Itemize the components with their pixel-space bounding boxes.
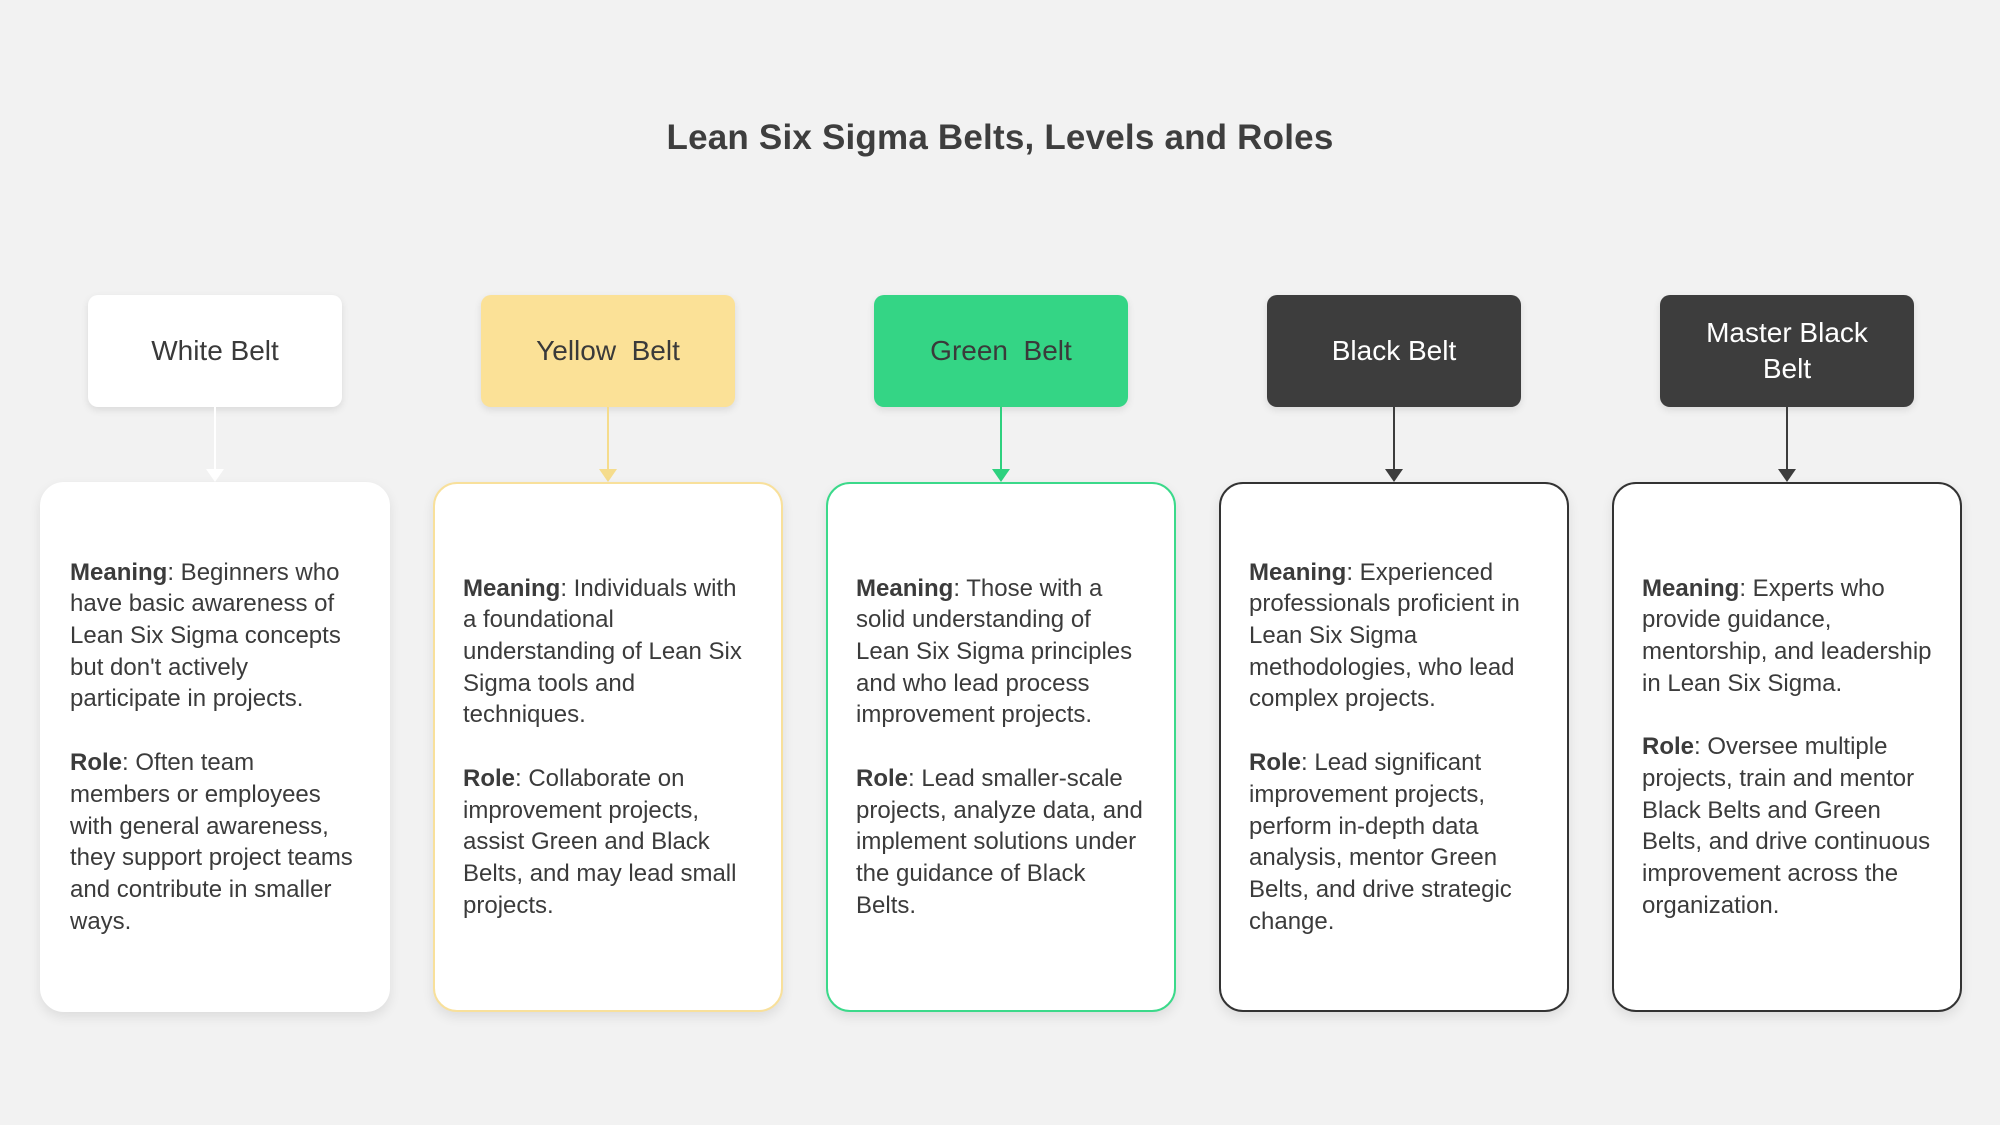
- belt-column-white: White Belt Meaning: Beginners who have b…: [40, 295, 390, 1012]
- belt-header-black: Black Belt: [1267, 295, 1521, 407]
- arrow-head-icon: [206, 469, 224, 482]
- meaning-text: : Experienced professionals proficient i…: [1249, 558, 1520, 713]
- role-paragraph: Role: Often team members or employees wi…: [70, 747, 360, 937]
- meaning-paragraph: Meaning: Beginners who have basic awaren…: [70, 557, 360, 715]
- role-label: Role: [1642, 733, 1695, 761]
- role-label: Role: [1249, 749, 1302, 777]
- arrow-head-icon: [992, 469, 1010, 482]
- belt-column-green: Green Belt Meaning: Those with a solid u…: [826, 295, 1176, 1012]
- page-title: Lean Six Sigma Belts, Levels and Roles: [666, 118, 1334, 157]
- role-text: : Often team members or employees with g…: [70, 749, 353, 935]
- meaning-paragraph: Meaning: Experts who provide guidance, m…: [1642, 573, 1932, 700]
- belt-header-label: Yellow Belt: [536, 334, 680, 366]
- meaning-paragraph: Meaning: Experienced professionals profi…: [1249, 557, 1539, 715]
- down-arrow-white: [206, 407, 224, 482]
- meaning-label: Meaning: [856, 574, 954, 602]
- arrow-head-icon: [599, 469, 617, 482]
- down-arrow-green: [992, 407, 1010, 482]
- meaning-paragraph: Meaning: Individuals with a foundational…: [463, 573, 753, 731]
- role-text: : Collaborate on improvement projects, a…: [463, 765, 737, 919]
- down-arrow-master-black: [1778, 407, 1796, 482]
- belt-header-master-black: Master Black Belt: [1660, 295, 1914, 407]
- role-paragraph: Role: Lead smaller-scale projects, analy…: [856, 763, 1146, 921]
- belt-header-label: Green Belt: [930, 334, 1072, 366]
- belt-header-label: White Belt: [151, 334, 279, 366]
- meaning-label: Meaning: [70, 558, 168, 586]
- meaning-text: : Beginners who have basic awareness of …: [70, 558, 341, 713]
- arrow-line: [214, 407, 216, 469]
- belt-columns-container: White Belt Meaning: Beginners who have b…: [40, 295, 1962, 1012]
- belt-header-green: Green Belt: [874, 295, 1128, 407]
- belt-column-yellow: Yellow Belt Meaning: Individuals with a …: [433, 295, 783, 1012]
- belt-header-yellow: Yellow Belt: [481, 295, 735, 407]
- arrow-line: [1786, 407, 1788, 469]
- belt-card-master-black: Meaning: Experts who provide guidance, m…: [1612, 482, 1962, 1012]
- belt-card-green: Meaning: Those with a solid understandin…: [826, 482, 1176, 1012]
- role-paragraph: Role: Collaborate on improvement project…: [463, 763, 753, 921]
- belt-card-white: Meaning: Beginners who have basic awaren…: [40, 482, 390, 1012]
- arrow-head-icon: [1385, 469, 1403, 482]
- role-label: Role: [463, 765, 516, 792]
- meaning-label: Meaning: [1642, 574, 1740, 602]
- arrow-line: [1000, 407, 1002, 469]
- meaning-text: : Experts who provide guidance, mentorsh…: [1642, 574, 1932, 697]
- arrow-line: [607, 407, 609, 469]
- belt-column-master-black: Master Black Belt Meaning: Experts who p…: [1612, 295, 1962, 1012]
- belt-column-black: Black Belt Meaning: Experienced professi…: [1219, 295, 1569, 1012]
- role-text: : Lead significant improvement projects,…: [1249, 749, 1512, 935]
- down-arrow-yellow: [599, 407, 617, 482]
- belt-header-white: White Belt: [88, 295, 342, 407]
- meaning-text: : Individuals with a foundational unders…: [463, 574, 742, 729]
- meaning-paragraph: Meaning: Those with a solid understandin…: [856, 573, 1146, 731]
- belt-header-label: Master Black Belt: [1706, 316, 1876, 384]
- meaning-text: : Those with a solid understanding of Le…: [856, 574, 1133, 729]
- role-text: : Oversee multiple projects, train and m…: [1642, 733, 1931, 919]
- arrow-head-icon: [1778, 469, 1796, 482]
- meaning-label: Meaning: [1249, 558, 1347, 586]
- role-label: Role: [856, 765, 909, 792]
- role-text: : Lead smaller-scale projects, analyze d…: [856, 765, 1143, 919]
- belt-card-black: Meaning: Experienced professionals profi…: [1219, 482, 1569, 1012]
- arrow-line: [1393, 407, 1395, 469]
- role-paragraph: Role: Oversee multiple projects, train a…: [1642, 731, 1932, 921]
- down-arrow-black: [1385, 407, 1403, 482]
- role-label: Role: [70, 749, 123, 777]
- meaning-label: Meaning: [463, 574, 561, 602]
- belt-card-yellow: Meaning: Individuals with a foundational…: [433, 482, 783, 1012]
- belt-header-label: Black Belt: [1331, 334, 1457, 366]
- role-paragraph: Role: Lead significant improvement proje…: [1249, 747, 1539, 937]
